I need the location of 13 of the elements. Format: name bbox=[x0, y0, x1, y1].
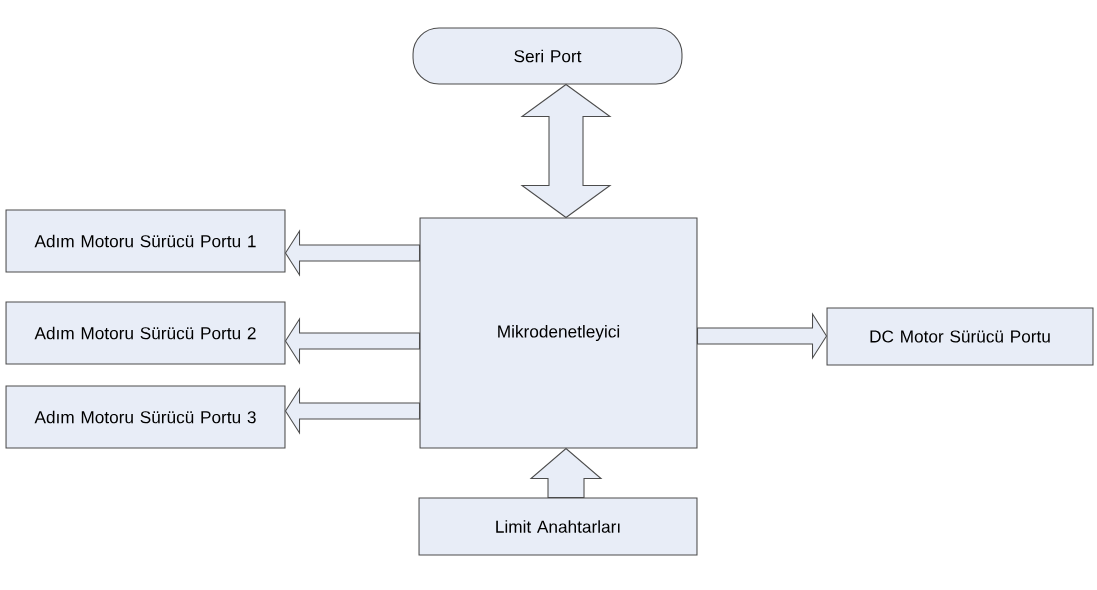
block-arrow bbox=[284, 229, 421, 277]
block-arrow bbox=[284, 387, 421, 435]
controller-box: Mikrodenetleyici bbox=[419, 217, 698, 449]
block-arrow bbox=[284, 317, 421, 365]
port-box: Adım Motoru Sürücü Portu 1 bbox=[5, 209, 286, 273]
block-arrow bbox=[520, 83, 612, 219]
switch-box: Limit Anahtarları bbox=[418, 497, 698, 556]
port-box: Adım Motoru Sürücü Portu 2 bbox=[5, 301, 286, 365]
port-box: Seri Port bbox=[412, 27, 683, 85]
port-box: Adım Motoru Sürücü Portu 3 bbox=[5, 385, 286, 449]
block-arrow bbox=[697, 312, 828, 360]
port-box: DC Motor Sürücü Portu bbox=[826, 307, 1094, 366]
block-arrow bbox=[529, 447, 603, 498]
